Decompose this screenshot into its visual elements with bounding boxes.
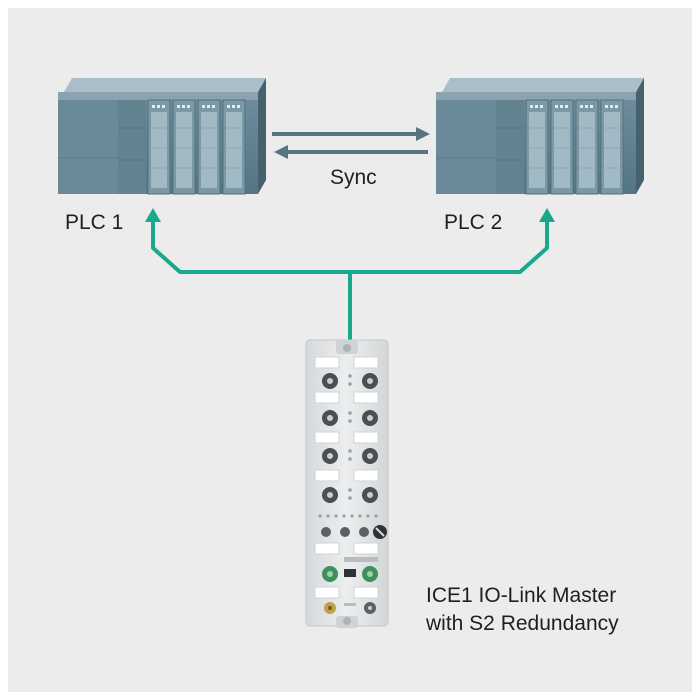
sync-arrow-right [272, 127, 430, 141]
arrow-to-plc-2 [539, 208, 555, 222]
plc-1-icon [58, 78, 266, 195]
device-label-line-2: with S2 Redundancy [426, 612, 619, 635]
sync-label: Sync [330, 166, 377, 189]
io-link-master-icon [305, 339, 389, 628]
arrow-to-plc-1 [145, 208, 161, 222]
device-label: ICE1 IO-Link Master with S2 Redundancy [426, 582, 619, 638]
plc-1-label: PLC 1 [65, 211, 124, 234]
diagram-canvas: PLC 1 PLC 2 Sync ICE1 IO-Link Master wit… [8, 8, 692, 692]
plc-2-label: PLC 2 [444, 211, 503, 234]
plc-2-icon [436, 78, 644, 195]
sync-arrow-left [274, 145, 428, 159]
device-label-line-1: ICE1 IO-Link Master [426, 584, 617, 607]
m12-connector-icon [322, 373, 378, 503]
network-connection [151, 220, 549, 340]
rotary-switch-icon [321, 525, 387, 539]
diagram-graphics [58, 78, 644, 628]
